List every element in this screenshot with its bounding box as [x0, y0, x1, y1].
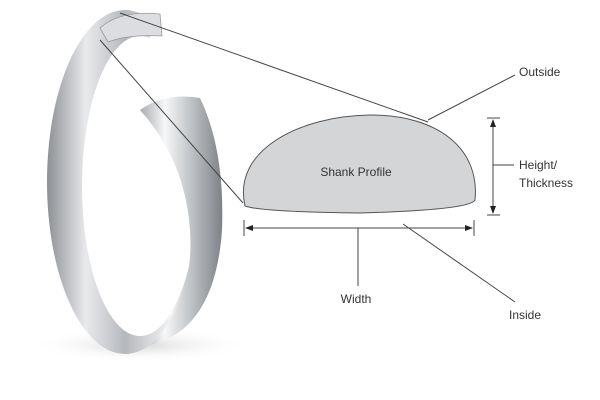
inside-label: Inside [509, 308, 541, 322]
outside-label: Outside [519, 65, 561, 79]
shank-profile-shape [242, 114, 476, 214]
width-dimension: Width [243, 220, 475, 306]
height-label-line1: Height/ [519, 158, 558, 172]
shank-profile-label: Shank Profile [320, 165, 392, 179]
leader-lines [99, 12, 429, 204]
height-label-line2: Thickness [519, 176, 573, 190]
width-label: Width [341, 292, 372, 306]
ring-image [30, 10, 250, 363]
height-dimension: Height/ Thickness [487, 117, 573, 216]
outside-callout: Outside [427, 65, 561, 121]
inside-callout: Inside [402, 223, 541, 322]
